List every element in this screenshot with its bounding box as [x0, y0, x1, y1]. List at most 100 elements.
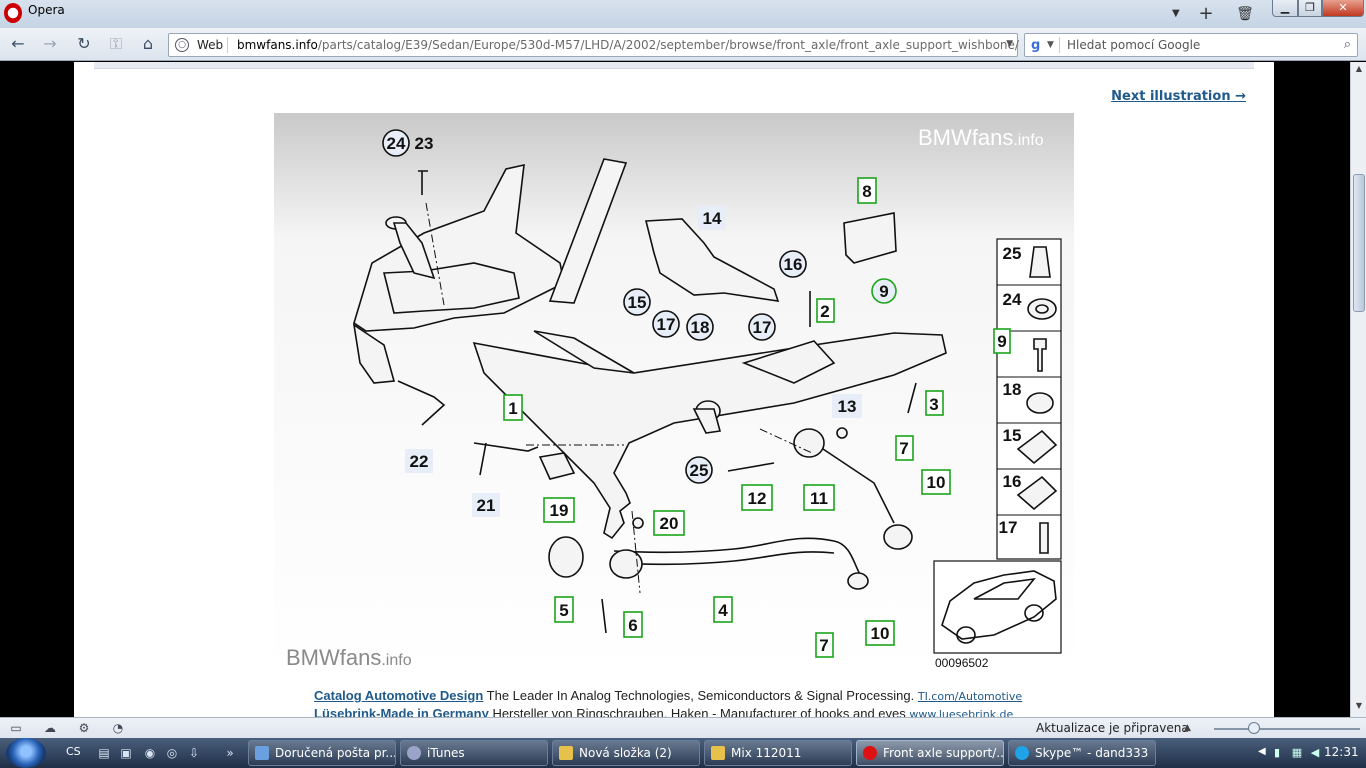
panel-toggle-icon[interactable]: ▭ [10, 721, 22, 735]
scroll-up-arrow-icon[interactable]: ▲ [1355, 64, 1363, 73]
address-bar[interactable]: ○ Web bmwfans.info/parts/catalog/E39/Sed… [168, 33, 1019, 57]
part-label-13[interactable]: 13 [832, 394, 862, 418]
part-22-drawing [397, 380, 446, 426]
search-magnifier-icon[interactable]: ⌕ [1343, 37, 1351, 52]
engine-dropdown-icon[interactable]: ▼ [1047, 40, 1054, 50]
svg-text:17: 17 [999, 518, 1018, 537]
tab-list-chevron-icon[interactable]: ▼ [1172, 8, 1180, 19]
part-label-1[interactable]: 1 [503, 394, 523, 421]
part-label-23[interactable]: 23 [415, 134, 434, 153]
turbo-icon[interactable]: ⚙ [78, 721, 90, 735]
itunes-icon [407, 746, 421, 760]
start-button[interactable] [6, 738, 46, 768]
task-folder-1[interactable]: Nová složka (2) [552, 740, 700, 766]
part-label-11[interactable]: 11 [803, 484, 835, 511]
opera-icon [863, 746, 877, 760]
part-label-18a[interactable]: 18 [686, 313, 714, 341]
language-indicator[interactable]: CS [66, 745, 81, 758]
maximize-button[interactable]: ❐ [1298, 0, 1322, 17]
part-label-16a[interactable]: 16 [779, 250, 807, 278]
part-label-7b[interactable]: 7 [815, 632, 834, 658]
part-19-drawing [538, 452, 576, 480]
download-icon[interactable]: ⇩ [188, 746, 200, 760]
show-desktop-icon[interactable]: ▤ [98, 746, 110, 760]
task-skype[interactable]: Skype™ - dand333 [1008, 740, 1156, 766]
quicklaunch-more-icon[interactable]: » [226, 746, 234, 760]
part-label-4[interactable]: 4 [713, 596, 733, 623]
back-arrow-icon[interactable]: ← [11, 34, 25, 53]
explorer-icon[interactable]: ▣ [120, 746, 132, 760]
status-text: Aktualizace je připravena [1036, 721, 1189, 735]
close-button[interactable]: ✕ [1322, 0, 1364, 17]
watermark-top: BMWfans.info [918, 125, 1044, 150]
zoom-slider-knob[interactable] [1248, 722, 1260, 734]
part-label-3[interactable]: 3 [925, 390, 944, 416]
task-mail[interactable]: Doručená pošta pr... [248, 740, 396, 766]
browser-icon[interactable]: ◎ [166, 746, 178, 760]
svg-text:22: 22 [410, 452, 429, 471]
part-label-17b[interactable]: 17 [748, 313, 776, 341]
svg-text:18: 18 [1003, 380, 1022, 399]
minimize-button[interactable]: ▁ [1272, 0, 1298, 17]
part-label-2[interactable]: 2 [816, 298, 835, 323]
part-4-drawing [613, 537, 865, 580]
task-folder-2[interactable]: Mix 112011 [704, 740, 852, 766]
next-illustration-link[interactable]: Next illustration → [1111, 89, 1246, 104]
status-up-arrow-icon[interactable]: ▲ [1184, 723, 1191, 733]
part-label-15a[interactable]: 15 [623, 288, 651, 316]
part-label-17a[interactable]: 17 [652, 310, 680, 338]
scroll-down-arrow-icon[interactable]: ▼ [1355, 701, 1363, 710]
home-icon[interactable]: ⌂ [142, 34, 154, 53]
part-label-6[interactable]: 6 [623, 611, 643, 638]
clock[interactable]: 12:31 [1324, 745, 1359, 759]
google-icon[interactable]: g [1031, 38, 1041, 53]
vertical-scrollbar[interactable]: ▲ ▼ [1350, 62, 1366, 717]
svg-text:16: 16 [784, 255, 803, 274]
search-input[interactable]: Hledat pomocí Google [1067, 38, 1201, 52]
part-label-12[interactable]: 12 [741, 484, 773, 511]
wand-key-icon[interactable]: ⚿ [109, 34, 123, 53]
opera-logo-icon[interactable] [4, 3, 22, 23]
forward-arrow-icon[interactable]: → [43, 34, 57, 53]
part-label-19[interactable]: 19 [543, 497, 575, 523]
power-icon[interactable]: ▮ [1273, 746, 1281, 759]
scrollbar-thumb[interactable] [1353, 174, 1365, 312]
part-label-25a[interactable]: 25 [685, 456, 713, 484]
ad-2-url[interactable]: www.luesebrink.de [909, 708, 1014, 717]
part-label-20[interactable]: 20 [653, 510, 685, 536]
svg-text:15: 15 [628, 293, 647, 312]
speed-dial-icon[interactable]: ◔ [112, 721, 124, 735]
ad-1-url[interactable]: TI.com/Automotive [917, 690, 1023, 703]
part-label-5[interactable]: 5 [554, 596, 574, 623]
svg-text:1: 1 [508, 399, 517, 418]
task-opera[interactable]: Front axle support/... [856, 740, 1004, 766]
new-tab-icon[interactable]: + [1198, 3, 1214, 24]
folder-icon [711, 746, 725, 760]
svg-text:13: 13 [838, 397, 857, 416]
cloud-icon[interactable]: ☁ [44, 721, 56, 735]
part-label-9a[interactable]: 9 [871, 278, 897, 304]
url-text[interactable]: bmwfans.info/parts/catalog/E39/Sedan/Eur… [237, 38, 1019, 52]
address-dropdown-icon[interactable]: ▼ [1006, 39, 1013, 49]
part-label-8[interactable]: 8 [857, 177, 877, 204]
reload-icon[interactable]: ↻ [77, 34, 91, 53]
part-label-10b[interactable]: 10 [865, 620, 895, 646]
ad-2-title[interactable]: Lüsebrink-Made in Germany [314, 706, 489, 717]
closed-tabs-trash-icon[interactable]: 🗑 [1236, 6, 1254, 22]
part-label-10a[interactable]: 10 [921, 469, 951, 495]
network-icon[interactable]: ▦ [1291, 746, 1303, 759]
url-path: /parts/catalog/E39/Sedan/Europe/530d-M57… [317, 38, 1019, 52]
media-icon[interactable]: ◉ [144, 746, 156, 760]
tray-overflow-icon[interactable]: ◀ [1258, 746, 1266, 757]
search-box[interactable]: g ▼ Hledat pomocí Google ⌕ [1024, 33, 1358, 57]
part-label-14[interactable]: 14 [698, 206, 726, 230]
part-label-21[interactable]: 21 [472, 493, 500, 517]
volume-icon[interactable]: ◀ [1310, 746, 1320, 759]
task-itunes[interactable]: iTunes [400, 740, 548, 766]
zoom-slider-track[interactable] [1214, 728, 1360, 730]
part-label-7a[interactable]: 7 [895, 435, 914, 461]
ad-1-title[interactable]: Catalog Automotive Design [314, 688, 484, 703]
svg-text:2: 2 [820, 302, 829, 321]
part-label-24a[interactable]: 24 [382, 129, 410, 157]
part-label-22[interactable]: 22 [405, 449, 433, 473]
